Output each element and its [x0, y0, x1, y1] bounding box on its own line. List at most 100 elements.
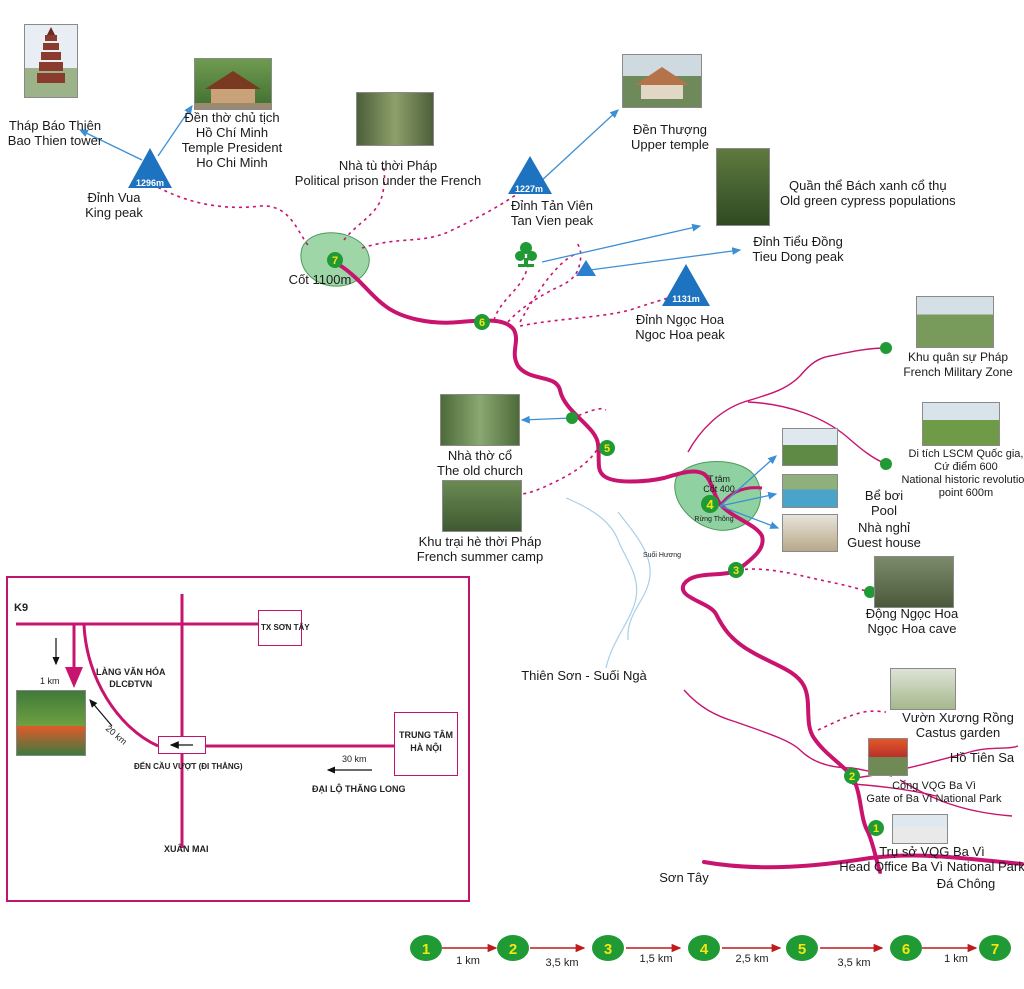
village-photo [16, 690, 86, 756]
svg-text:7: 7 [332, 255, 338, 267]
historic-site-photo [922, 402, 1000, 446]
svg-text:1 km: 1 km [456, 955, 480, 967]
stop-5[interactable]: 5 [599, 440, 615, 456]
stop-4[interactable]: 4 [701, 495, 719, 513]
historic-line-4: point 600m [938, 487, 994, 499]
bao-thien-vn: Tháp Báo Thiên [8, 118, 102, 133]
lang-van-hoa-label: LÀNG VĂN HÓA DLCĐTVN [96, 666, 166, 690]
bao-thien-label: Tháp Báo Thiên Bao Thien tower [8, 118, 102, 148]
french-military-photo [916, 296, 994, 348]
svg-text:7: 7 [991, 941, 999, 958]
head-office-vn: Trụ sở VQG Ba Vì [879, 844, 985, 859]
thirty-km-label: 30 km [342, 754, 367, 764]
svg-text:1227m: 1227m [515, 184, 543, 194]
side-road [718, 486, 763, 507]
cactus-label: Vườn Xương Rồng Castus garden [902, 710, 1014, 740]
prison-vn: Nhà tù thời Pháp [338, 158, 438, 173]
historic-line-3: National historic revolution [901, 474, 1024, 486]
old-church-label: Nhà thờ cổ The old church [437, 448, 523, 478]
stop-3[interactable]: 3 [728, 562, 744, 578]
ho-chi-minh-line-4: Ho Chi Minh [196, 155, 268, 170]
pool-en: Pool [870, 503, 898, 518]
cypress-en: Old green cypress populations [780, 193, 956, 208]
stop-6[interactable]: 6 [474, 314, 490, 330]
cypress-label: Quần thể Bách xanh cổ thụ Old green cypr… [780, 178, 956, 208]
bao-thien-en: Bao Thien tower [7, 133, 103, 148]
legend-stop-6: 6 [890, 935, 922, 961]
svg-text:1131m: 1131m [672, 294, 700, 304]
cave-en: Ngọc Hoa cave [867, 621, 957, 636]
legend-stop-7: 7 [979, 935, 1011, 961]
svg-text:6: 6 [902, 941, 910, 958]
historic-label: Di tích LSCM Quốc gia, Cứ điểm 600 Natio… [901, 448, 1024, 500]
head-office-photo [892, 814, 948, 844]
directions-inset: K9 TX SƠN TÂY LÀNG VĂN HÓA DLCĐTVN 1 km … [6, 576, 470, 902]
upper-temple-en: Upper temple [630, 137, 710, 152]
trung-tam-label: TRUNG TÂM HÀ NỘI [399, 729, 453, 755]
upper-temple-vn: Đền Thượng [632, 122, 708, 137]
thin-road [851, 783, 937, 797]
thin-road [747, 401, 887, 465]
head-office-label: Trụ sở VQG Ba Vì Head Office Ba Vì Natio… [839, 844, 1024, 874]
ngoc-hoa-peak-en: Ngoc Hoa peak [635, 327, 725, 342]
da-chong-label: Đá Chông [936, 876, 996, 891]
stop-1[interactable]: 1 [868, 820, 884, 836]
tx-son-tay-box: TX SƠN TÂY [258, 610, 310, 646]
old-church-vn: Nhà thờ cổ [447, 448, 513, 463]
french-military-en: French Military Zone [903, 365, 1013, 379]
cactus-vn: Vườn Xương Rồng [902, 710, 1014, 725]
svg-text:1,5 km: 1,5 km [639, 953, 672, 965]
guest-house-label: Nhà nghỉ Guest house [847, 520, 921, 550]
historic-line-1: Di tích LSCM Quốc gia, [908, 448, 1024, 460]
svg-text:2,5 km: 2,5 km [735, 953, 768, 965]
svg-text:6: 6 [479, 317, 485, 329]
gate-en: Gate of Ba Vì National Park [866, 793, 1002, 805]
one-km-label: 1 km [40, 676, 60, 686]
center-line-2: Cốt 400 [703, 484, 735, 494]
trung-tam-line-2: HÀ NỘI [410, 743, 442, 753]
lang-van-hoa-line-2: DLCĐTVN [109, 679, 153, 689]
ngoc-hoa-peak-vn: Đỉnh Ngọc Hoa [635, 312, 725, 327]
dai-lo-label: ĐẠI LỘ THĂNG LONG [312, 784, 406, 794]
tan-vien-en: Tan Vien peak [510, 213, 594, 228]
stream [565, 497, 638, 669]
upper-temple-photo [622, 54, 702, 108]
french-military-label: Khu quân sự Pháp French Military Zone [903, 350, 1012, 380]
gate-photo [868, 738, 908, 776]
cave-vn: Động Ngọc Hoa [865, 606, 959, 621]
den-cau-vuot-label: ĐẾN CẦU VƯỢT (ĐI THẲNG) [134, 762, 243, 771]
k9-label: K9 [14, 602, 29, 614]
guest-house-photo [782, 514, 838, 552]
head-office-en: Head Office Ba Vì National Park [839, 859, 1024, 874]
xuan-mai-label: XUÂN MAI [164, 844, 209, 854]
french-military-vn: Khu quân sự Pháp [907, 350, 1009, 364]
cave-label: Động Ngọc Hoa Ngọc Hoa cave [866, 606, 959, 636]
thin-road [683, 689, 893, 777]
summer-camp-label: Khu trại hè thời Pháp French summer camp [417, 534, 543, 564]
gate-label: Cổng VQG Ba Vì Gate of Ba Vì National Pa… [866, 780, 1001, 806]
gate-vn: Cổng VQG Ba Vì [892, 780, 976, 792]
svg-text:5: 5 [798, 941, 806, 958]
tan-vien-vn: Đỉnh Tản Viên [511, 198, 593, 213]
historic-line-2: Cứ điểm 600 [934, 461, 998, 473]
stream [617, 511, 651, 641]
legend-stop-1: 1 [410, 935, 442, 961]
tieu-dong-label: Đỉnh Tiểu Đồng Tieu Dong peak [752, 234, 843, 264]
tieu-dong-vn: Đỉnh Tiểu Đồng [753, 234, 843, 249]
svg-text:1: 1 [422, 941, 430, 958]
ngoc-hoa-peak-icon: 1131m [662, 264, 710, 306]
cypress-photo [716, 148, 770, 226]
poi-dots [566, 342, 892, 598]
svg-text:1296m: 1296m [136, 178, 164, 188]
legend-stop-5: 5 [786, 935, 818, 961]
svg-text:2: 2 [849, 771, 855, 783]
cot-1100-label: Cốt 1100m [288, 272, 352, 287]
stop-7[interactable]: 7 [327, 252, 343, 268]
pointer-arrows [78, 104, 780, 529]
svg-text:1: 1 [873, 823, 879, 835]
upper-temple-label: Đền Thượng Upper temple [631, 122, 709, 152]
summer-camp-photo [442, 480, 522, 532]
svg-text:2: 2 [509, 941, 517, 958]
tieu-dong-marker [576, 260, 596, 276]
stop-2[interactable]: 2 [844, 768, 860, 784]
